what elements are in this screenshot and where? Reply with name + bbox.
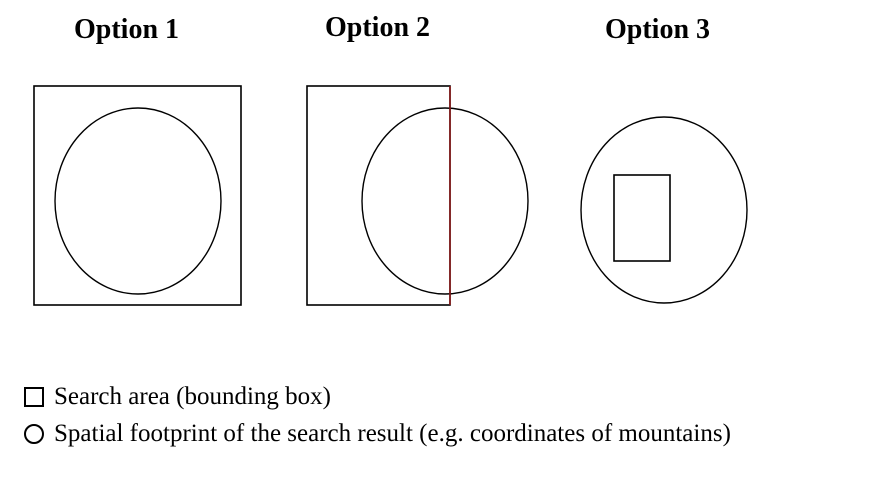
option-3-footprint [580,116,748,304]
option-3-bounding-box [613,174,671,262]
legend-footprint-label: Spatial footprint of the search result (… [54,420,731,447]
option-2-title: Option 2 [325,12,431,43]
circle-icon [24,424,44,444]
legend-footprint: Spatial footprint of the search result (… [24,420,731,448]
legend-bounding-box: Search area (bounding box) [24,383,331,411]
option-1-title: Option 1 [74,14,180,45]
option-1-footprint [54,107,222,295]
option-3-title: Option 3 [605,14,711,45]
legend-bounding-box-label: Search area (bounding box) [54,383,331,410]
option-2-bounding-box [306,85,451,306]
option-2-footprint [361,107,529,295]
option-1-bounding-box [33,85,242,306]
square-icon [24,387,44,407]
